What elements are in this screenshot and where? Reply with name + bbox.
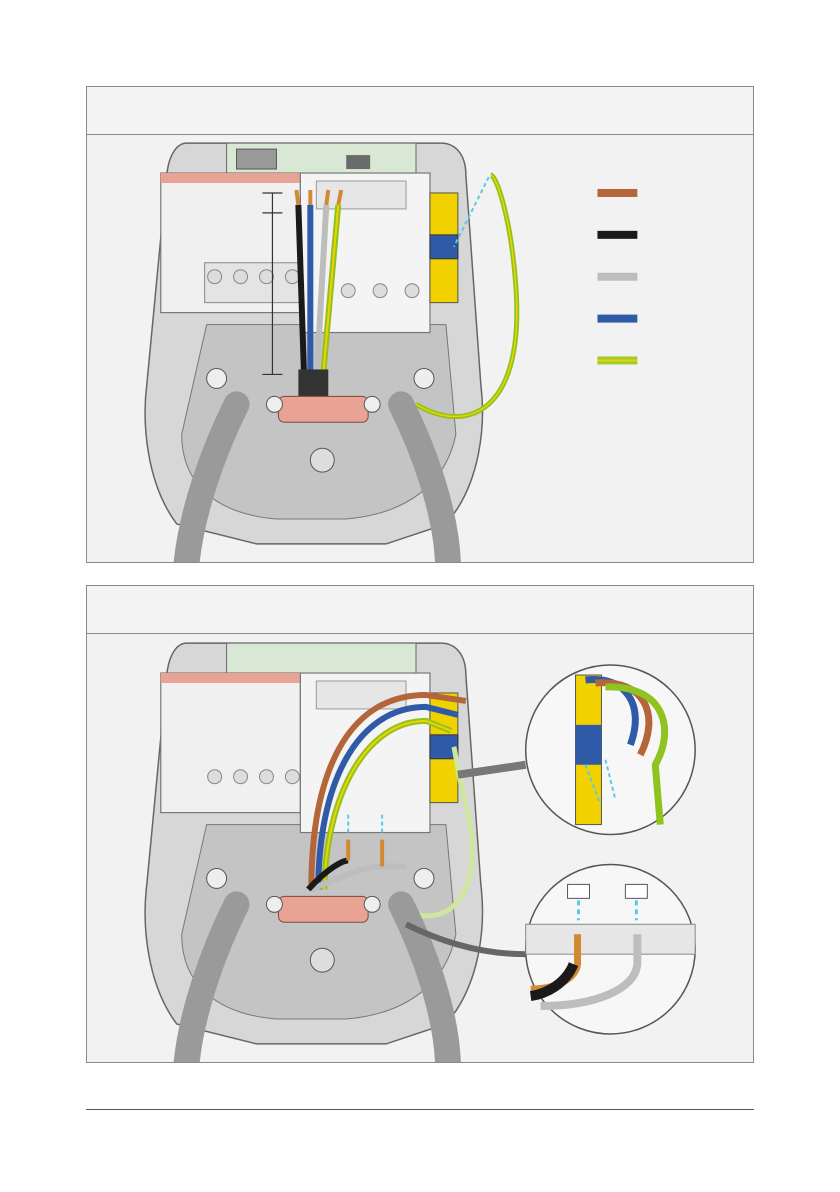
screw-icon <box>208 770 222 784</box>
screw-icon <box>285 770 299 784</box>
legend-swatch-stripe <box>597 359 637 361</box>
legend-swatch-black <box>597 231 637 239</box>
screw-icon <box>207 368 227 388</box>
screw-icon <box>285 270 299 284</box>
step-panel-1 <box>86 86 754 563</box>
contactor-label-area <box>316 681 406 709</box>
pcb-chip <box>346 155 370 169</box>
breaker-stripe <box>161 173 301 183</box>
cable-clamp <box>278 396 368 422</box>
breaker-module <box>161 673 301 813</box>
cable-clamp <box>278 896 368 922</box>
step-panel-2 <box>86 585 754 1063</box>
screw-icon <box>208 270 222 284</box>
step-2-illustration <box>87 635 753 1062</box>
screw-icon <box>266 396 282 412</box>
screw-icon <box>234 770 248 784</box>
zoom-detail-contactor <box>526 864 695 1033</box>
wire-tip <box>326 190 328 205</box>
contactor-label-area <box>316 181 406 209</box>
step-1-illustration <box>87 135 753 562</box>
screw-icon <box>234 270 248 284</box>
legend-swatch-grey <box>597 273 637 281</box>
wire-tip <box>296 190 298 205</box>
step-2-title <box>87 586 753 634</box>
zoom-detail-terminal <box>526 665 695 834</box>
screw-icon <box>266 896 282 912</box>
screw-icon <box>259 770 273 784</box>
screw-icon <box>373 284 387 298</box>
legend-swatch-brown <box>597 189 637 197</box>
screw-icon <box>259 270 273 284</box>
wiring-diagram-1 <box>87 135 753 562</box>
screw-icon <box>207 868 227 888</box>
wire-color-legend <box>597 189 637 364</box>
screw-icon <box>364 896 380 912</box>
pcb-chip <box>237 149 277 169</box>
mount-hole-icon <box>310 448 334 472</box>
screw-icon <box>414 368 434 388</box>
screw-icon <box>405 284 419 298</box>
screw-icon <box>341 284 355 298</box>
step-1-title <box>87 87 753 135</box>
footer-rule <box>86 1109 754 1110</box>
breaker-stripe <box>161 673 301 683</box>
terminal-block-blue <box>430 235 458 259</box>
screw-icon <box>414 868 434 888</box>
screw-icon <box>364 396 380 412</box>
legend-swatch-blue <box>597 315 637 323</box>
wiring-diagram-2 <box>87 635 753 1062</box>
mount-hole-icon <box>310 948 334 972</box>
